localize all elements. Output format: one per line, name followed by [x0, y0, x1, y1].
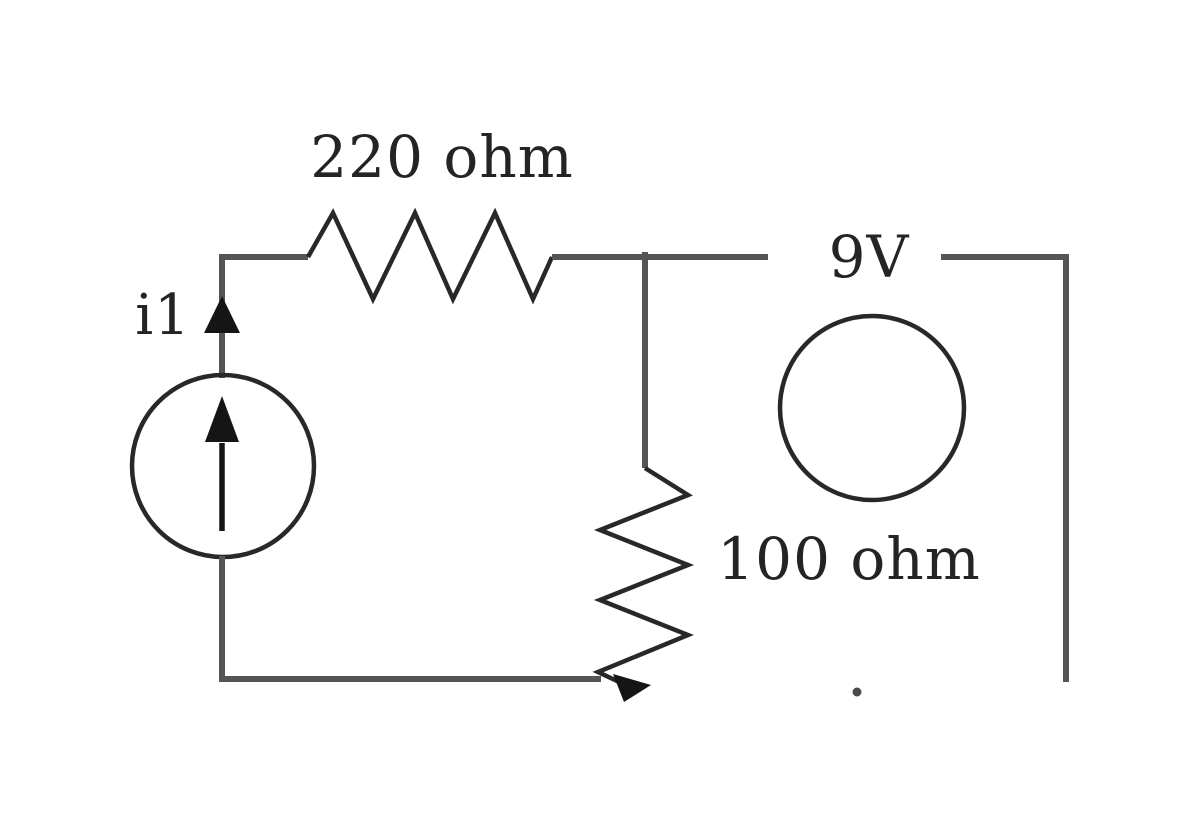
current-direction-arrow-icon — [204, 296, 240, 333]
wire-left-lower-and-bottom — [219, 556, 601, 682]
voltage-source-circle — [777, 313, 967, 503]
label-220-ohm: 220 ohm — [310, 123, 574, 191]
label-9v: 9V — [828, 223, 910, 291]
resistor-220-zigzag — [306, 207, 555, 305]
stray-dot — [852, 687, 862, 697]
resistor-100-tip-icon — [613, 674, 651, 702]
label-100-ohm: 100 ohm — [717, 525, 981, 593]
resistor-100-zigzag — [592, 466, 695, 692]
wire-right-branch — [941, 254, 1069, 682]
label-i1: i1 — [135, 283, 191, 348]
current-source-arrow-head-icon — [205, 396, 239, 442]
